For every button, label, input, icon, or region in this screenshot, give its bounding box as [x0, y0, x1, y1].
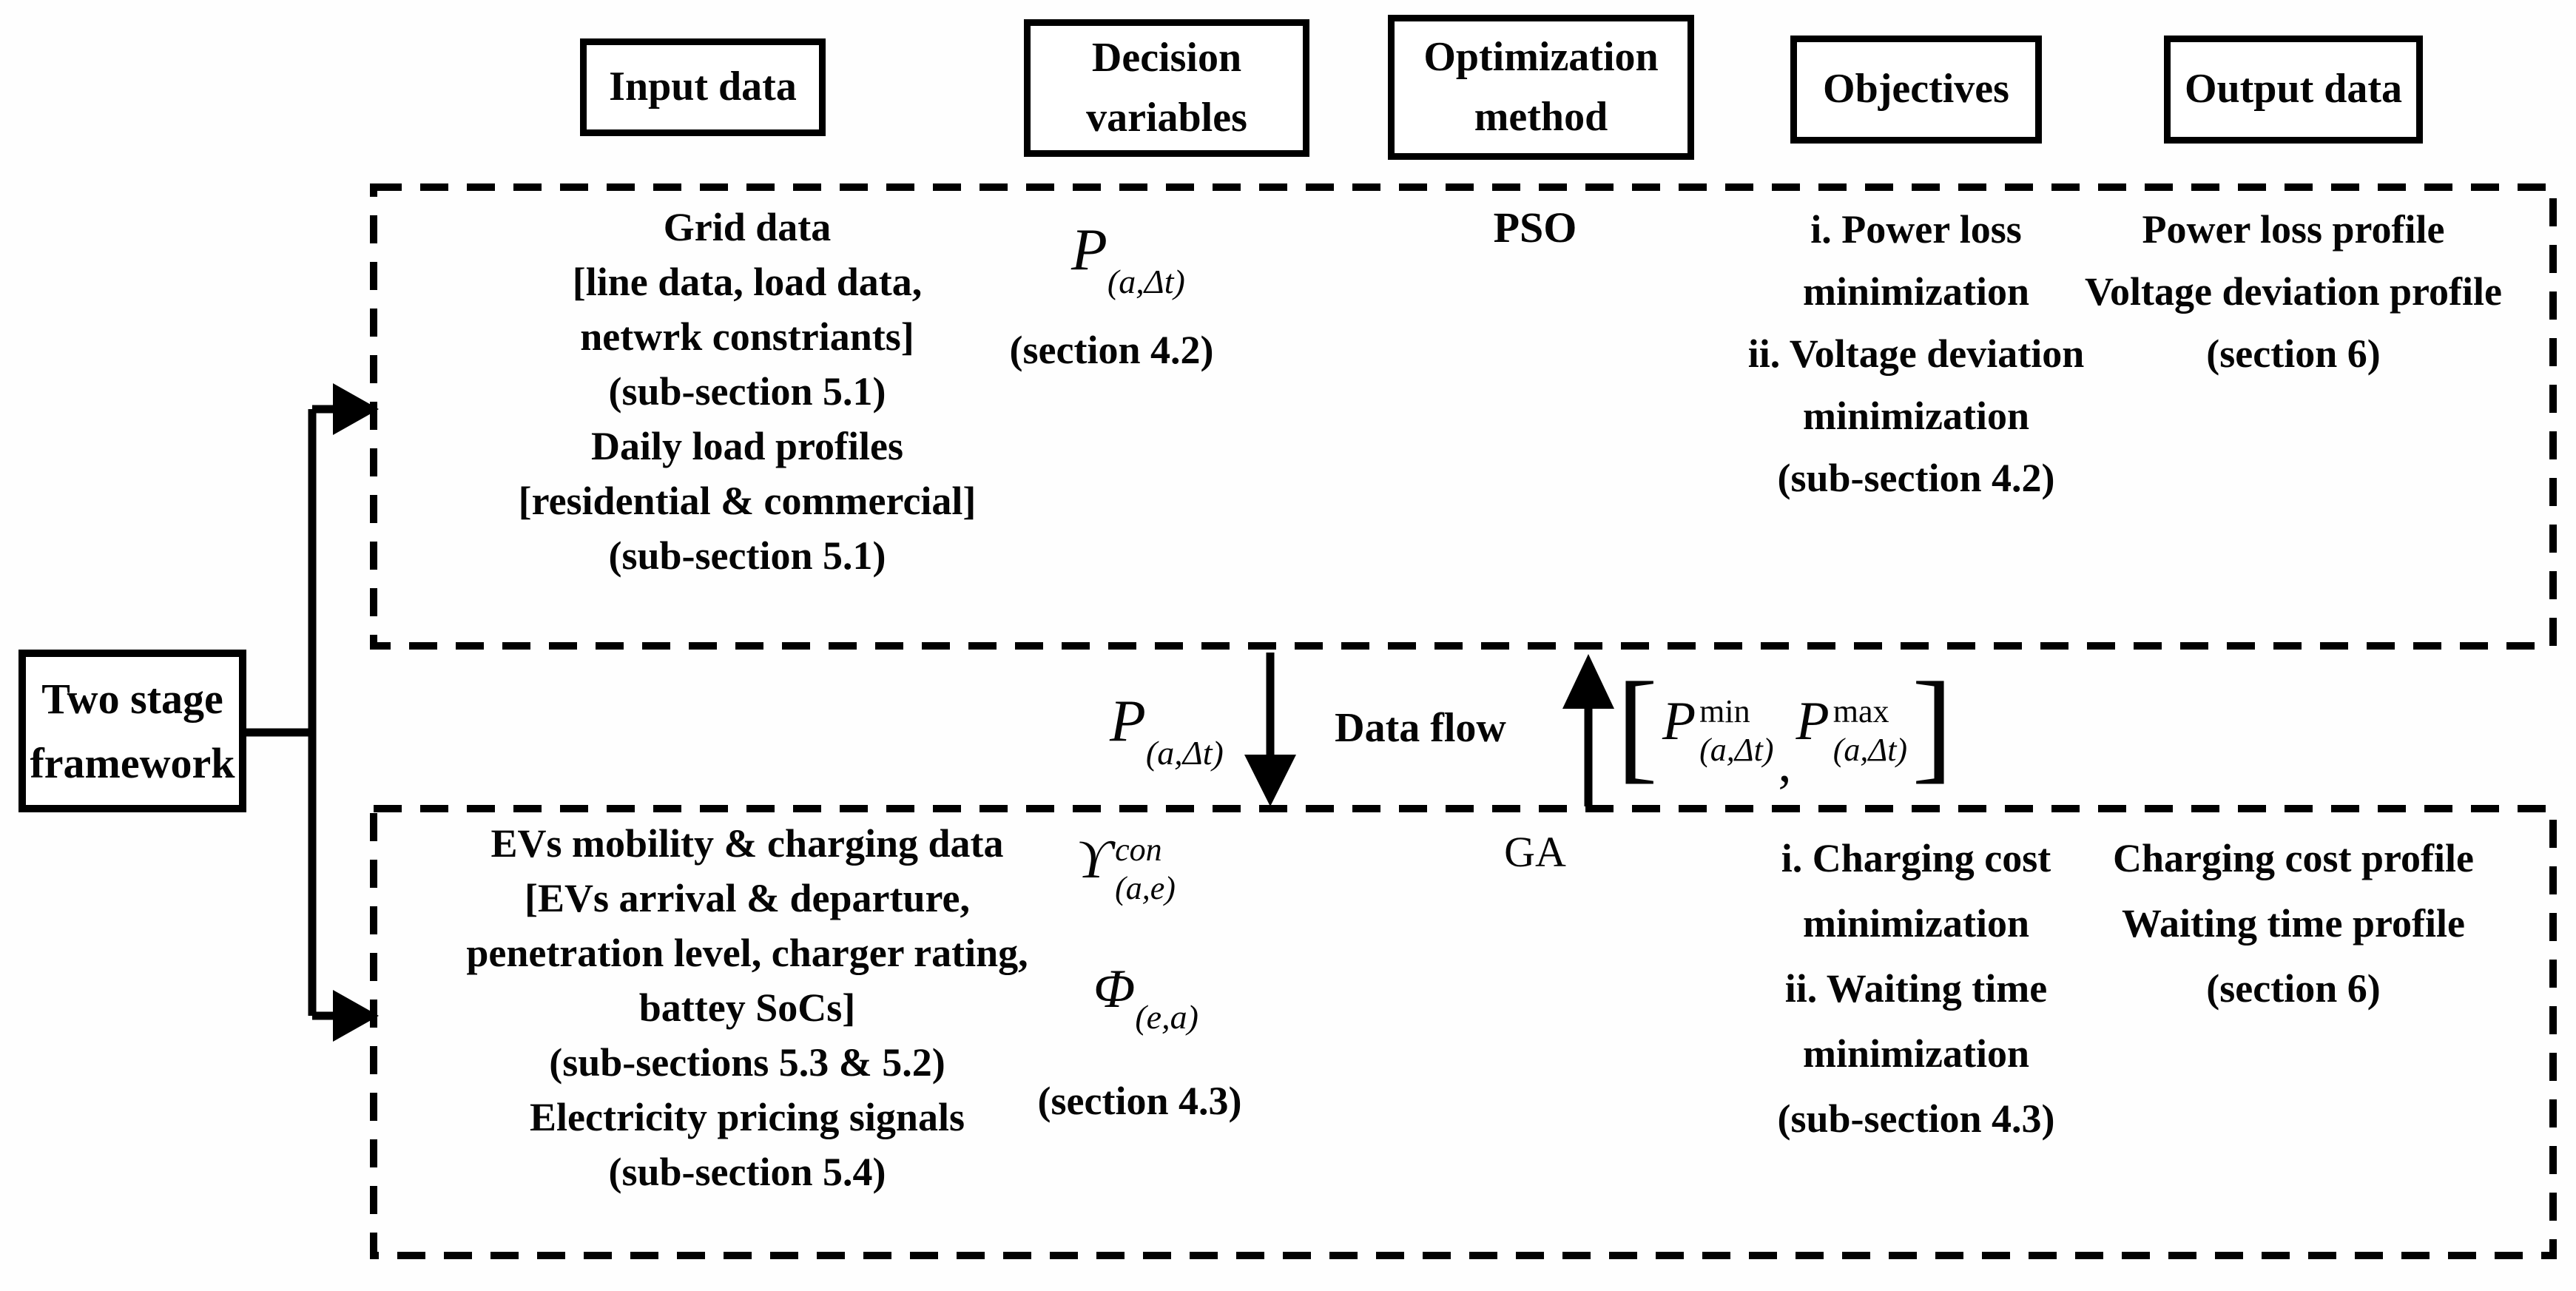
text-line: minimization	[1803, 269, 2029, 314]
two-stage-framework-box: Two stage framework	[18, 650, 246, 812]
text-line: ii. Waiting time	[1784, 966, 2048, 1011]
text-line: (sub-section 5.4)	[608, 1150, 886, 1194]
branch-arrowhead-top-icon	[333, 383, 379, 435]
header-input-data: Input data	[580, 38, 826, 136]
header-optimization-method-label: Optimization method	[1423, 33, 1659, 140]
dataflow-up-arrowhead-icon	[1562, 654, 1614, 709]
framework-label-line1: Two stage	[41, 675, 223, 723]
header-decision-variables-label: Decision variables	[1086, 34, 1247, 141]
math-base: P	[1662, 690, 1696, 752]
math-base: P	[1796, 690, 1830, 752]
text-line: minimization	[1803, 394, 2029, 438]
stage1-output-data-text: Power loss profile Voltage deviation pro…	[2020, 198, 2567, 385]
open-bracket: [	[1616, 656, 1658, 795]
text-line: (sub-section 5.1)	[608, 533, 886, 578]
text-line: EVs mobility & charging data	[490, 821, 1004, 866]
text-line: (sub-section 4.3)	[1777, 1096, 2055, 1141]
text-line: Waiting time profile	[2122, 901, 2465, 946]
text-line: (section 6)	[2206, 966, 2381, 1011]
stage1-method-pso: PSO	[1461, 203, 1609, 252]
math-subscript: (a,Δt)	[1107, 263, 1185, 300]
ga-label: GA	[1504, 828, 1566, 876]
text-line: [line data, load data,	[572, 260, 923, 304]
text-line: i. Charging cost	[1781, 836, 2051, 880]
stage1-decision-section-ref: (section 4.2)	[984, 323, 1239, 377]
stage2-objectives-text: i. Charging cost minimization ii. Waitin…	[1665, 826, 2168, 1151]
stage2-dashed-container	[370, 805, 2557, 1259]
text-line: (section 6)	[2206, 331, 2381, 376]
text-line: minimization	[1803, 1031, 2029, 1076]
stage1-decision-variable-math: P (a,Δt)	[1071, 218, 1185, 299]
math-subscript: (e,a)	[1135, 998, 1198, 1036]
math-scripts: min (a,Δt)	[1699, 695, 1773, 766]
text-line: penetration level, charger rating,	[466, 931, 1028, 975]
close-bracket: ]	[1912, 656, 1954, 795]
math-subscript: (a,Δt)	[1832, 731, 1908, 768]
math-subscript: (a,e)	[1115, 870, 1176, 906]
math-superscript: max	[1832, 692, 1889, 729]
power-range-expression: [ P min (a,Δt) , P max (a,Δt) ]	[1616, 664, 1953, 794]
header-objectives-label: Objectives	[1823, 66, 2009, 112]
text-line: i. Power loss	[1810, 207, 2022, 252]
math-base: P	[1071, 218, 1107, 283]
text-line: (section 4.3)	[1037, 1079, 1242, 1123]
stage1-dashed-container	[370, 183, 2557, 650]
stage2-output-data-text: Charging cost profile Waiting time profi…	[2020, 826, 2567, 1021]
text-line: ii. Voltage deviation	[1747, 331, 2085, 376]
dataflow-down-variable-math: P (a,Δt)	[1110, 689, 1224, 770]
math-superscript: con	[1115, 832, 1162, 868]
framework-label-line2: framework	[30, 739, 235, 787]
branch-arrowhead-bottom-icon	[333, 990, 379, 1042]
text-line: (sub-section 5.1)	[608, 369, 886, 414]
text-line: Charging cost profile	[2113, 836, 2474, 880]
text-line: Voltage deviation profile	[2085, 269, 2502, 314]
math-subscript: (a,Δt)	[1699, 731, 1774, 768]
p-max-math: P max (a,Δt)	[1796, 690, 1908, 766]
math-base: P	[1110, 689, 1146, 754]
stage1-objectives-text: i. Power loss minimization ii. Voltage d…	[1665, 198, 2168, 509]
p-min-math: P min (a,Δt)	[1662, 690, 1774, 766]
stage2-decision-variable2-math: Φ (e,a)	[1093, 959, 1198, 1034]
text-line: (sub-sections 5.3 & 5.2)	[549, 1040, 945, 1085]
text-line: [residential & commercial]	[518, 479, 977, 523]
header-output-data-label: Output data	[2184, 66, 2403, 112]
dataflow-down-arrowhead-icon	[1244, 755, 1296, 806]
math-subscript: (a,Δt)	[1145, 734, 1224, 772]
math-base: ϒ	[1076, 829, 1112, 890]
stage2-input-data-text: EVs mobility & charging data [EVs arriva…	[374, 816, 1121, 1199]
pso-label: PSO	[1493, 203, 1577, 252]
math-scripts: con (a,e)	[1115, 834, 1176, 905]
text-line: Power loss profile	[2142, 207, 2445, 252]
header-decision-variables: Decision variables	[1024, 19, 1309, 157]
text-line: [EVs arrival & departure,	[525, 876, 970, 920]
dataflow-label-text: Data flow	[1335, 705, 1506, 751]
stage2-decision-variable1-math: ϒ con (a,e)	[1076, 829, 1176, 905]
separator-comma: ,	[1778, 733, 1792, 793]
header-objectives: Objectives	[1790, 36, 2042, 144]
math-superscript: min	[1699, 692, 1750, 729]
text-line: Daily load profiles	[590, 424, 904, 468]
stage2-method-ga: GA	[1461, 827, 1609, 877]
text-line: battey SoCs]	[638, 985, 856, 1030]
header-optimization-method: Optimization method	[1388, 15, 1694, 160]
header-output-data: Output data	[2164, 36, 2423, 144]
header-input-data-label: Input data	[609, 64, 797, 110]
stage2-decision-section-ref: (section 4.3)	[1012, 1073, 1267, 1128]
stage1-input-data-text: Grid data [line data, load data, netwrk …	[374, 200, 1121, 583]
text-line: Electricity pricing signals	[530, 1095, 965, 1139]
math-scripts: max (a,Δt)	[1833, 695, 1907, 766]
framework-branch-line	[246, 405, 334, 1020]
text-line: (section 4.2)	[1009, 328, 1214, 372]
text-line: (sub-section 4.2)	[1777, 456, 2055, 500]
text-line: minimization	[1803, 901, 2029, 946]
math-base: Φ	[1093, 959, 1136, 1019]
text-line: netwrk constriants]	[580, 314, 914, 359]
dataflow-label: Data flow	[1309, 704, 1531, 752]
text-line: Grid data	[663, 205, 832, 249]
